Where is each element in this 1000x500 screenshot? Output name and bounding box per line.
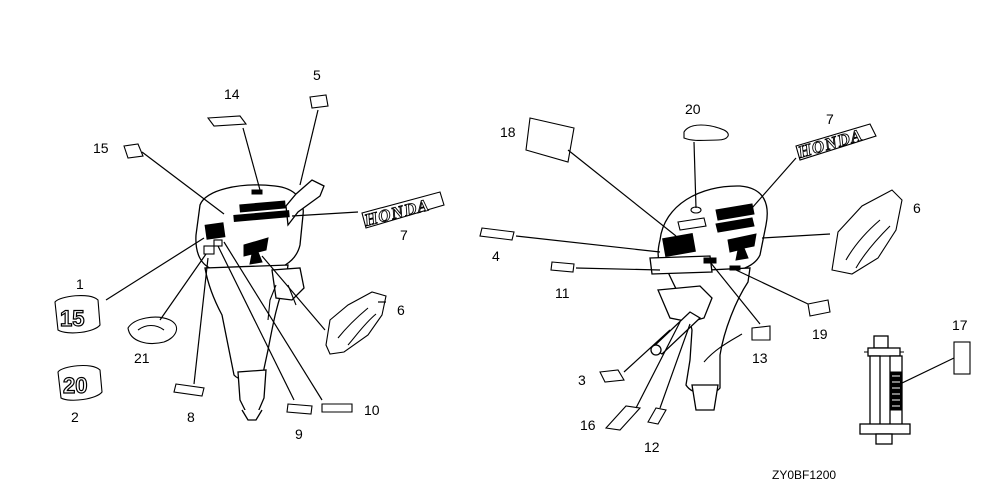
left-leaders	[105, 109, 386, 401]
diagram-code: ZY0BF1200	[772, 468, 836, 482]
right-engine	[649, 185, 768, 411]
clamp-assembly	[859, 335, 911, 445]
decal-12	[647, 407, 667, 425]
decal-8	[173, 383, 205, 397]
decal-16	[604, 405, 642, 431]
callout-7-left: 7	[400, 227, 408, 243]
callout-16: 16	[580, 417, 596, 433]
decal-21	[127, 316, 178, 345]
honda-logo-decal-right	[795, 123, 877, 161]
callout-13: 13	[752, 350, 768, 366]
decal-9	[286, 403, 313, 415]
decal-20	[683, 124, 729, 142]
badge-15-text: 15	[60, 306, 84, 331]
decal-11	[550, 261, 575, 273]
decal-3	[599, 369, 625, 383]
callout-10: 10	[364, 402, 380, 418]
callout-11: 11	[555, 285, 570, 301]
callout-18: 18	[500, 124, 516, 140]
badge-15-outline	[54, 294, 101, 334]
honda-logo-decal-left	[361, 191, 445, 229]
left-engine	[195, 179, 325, 421]
decal-19	[953, 341, 971, 375]
callout-12: 12	[644, 439, 660, 455]
callouts: 14 5 15 7 6 1 21 2 8 9 10 20 18 7 6 4 11…	[71, 67, 968, 482]
decal-18	[525, 117, 575, 163]
honda-logo-text-right: HONDA	[795, 125, 865, 162]
decal-14	[206, 115, 248, 127]
right-leaders	[515, 141, 955, 409]
callout-9: 9	[295, 426, 303, 442]
callout-5: 5	[313, 67, 321, 83]
callout-21: 21	[134, 350, 150, 366]
right-decals: HONDA	[479, 117, 971, 431]
decal-6-left	[325, 291, 387, 355]
decal-4	[479, 227, 515, 241]
callout-20: 20	[685, 101, 701, 117]
callout-17: 19	[812, 326, 828, 342]
decal-17	[807, 299, 831, 317]
decal-15	[123, 143, 144, 159]
callout-8: 8	[187, 409, 195, 425]
callout-14: 14	[224, 86, 240, 102]
honda-logo-text-left: HONDA	[361, 195, 431, 230]
callout-1: 1	[76, 276, 84, 292]
badge-20-text: 20	[63, 373, 87, 398]
callout-3: 3	[578, 372, 586, 388]
decal-10	[321, 403, 353, 413]
decal-5	[309, 94, 329, 109]
callout-15: 15	[93, 140, 109, 156]
callout-2: 2	[71, 409, 79, 425]
callout-7-right: 7	[826, 111, 834, 127]
callout-6-right: 6	[913, 200, 921, 216]
badge-20-outline	[57, 364, 103, 401]
callout-4: 4	[492, 248, 500, 264]
callout-6-left: 6	[397, 302, 405, 318]
callout-19: 17	[952, 317, 968, 333]
decal-13	[751, 325, 771, 341]
